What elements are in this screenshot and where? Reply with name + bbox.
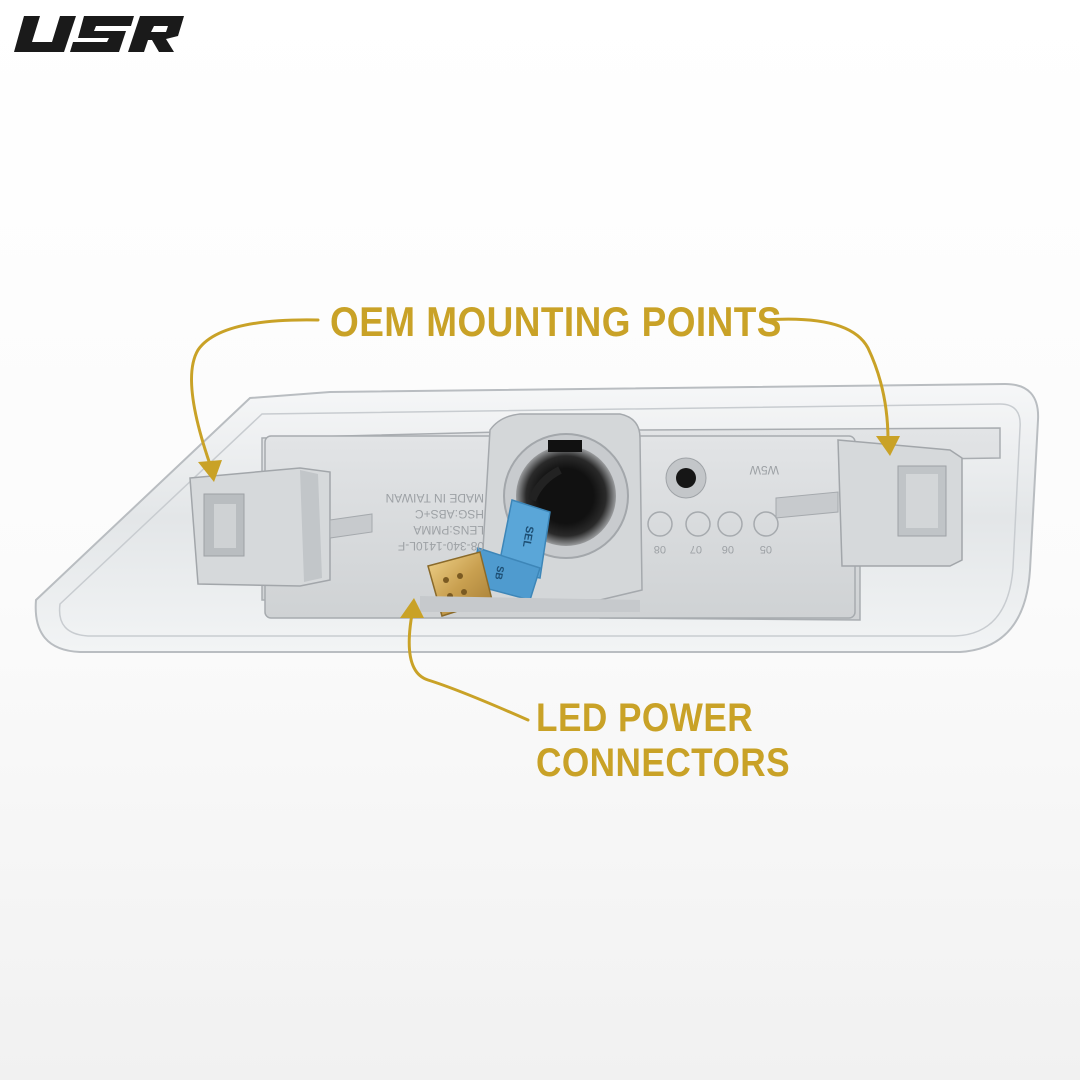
- molded-text-line: 08-340-1410L-F: [398, 539, 484, 553]
- left-mounting-tab: [189, 467, 373, 587]
- molded-text-line: MADE IN TAIWAN: [386, 491, 484, 505]
- sleeve-text-secondary: SB: [492, 565, 505, 581]
- sleeve-text: SEL: [520, 525, 536, 548]
- date-wheel-year: 06: [722, 543, 734, 555]
- molded-text-line: LENS:PMMA: [413, 523, 484, 537]
- callout-led-line-1: LED POWER: [536, 696, 754, 740]
- callout-led-line-2: CONNECTORS: [536, 740, 791, 785]
- wire: [528, 466, 562, 502]
- usr-logo: [14, 16, 184, 52]
- bulb-spec-text: W5W: [749, 463, 779, 477]
- molded-text-line: HSG:ABS+C: [415, 507, 484, 521]
- callout-oem-mounting-points: OEM MOUNTING POINTS: [330, 298, 782, 345]
- date-wheel-year: 07: [690, 543, 702, 555]
- date-wheels: [647, 511, 779, 537]
- date-wheel-year: 08: [654, 543, 666, 555]
- callout-led-power-connectors: LED POWER CONNECTORS: [536, 696, 790, 786]
- date-wheel-year: 05: [760, 543, 772, 555]
- logo-glyphs: [14, 16, 184, 52]
- right-mounting-tab: [775, 439, 963, 567]
